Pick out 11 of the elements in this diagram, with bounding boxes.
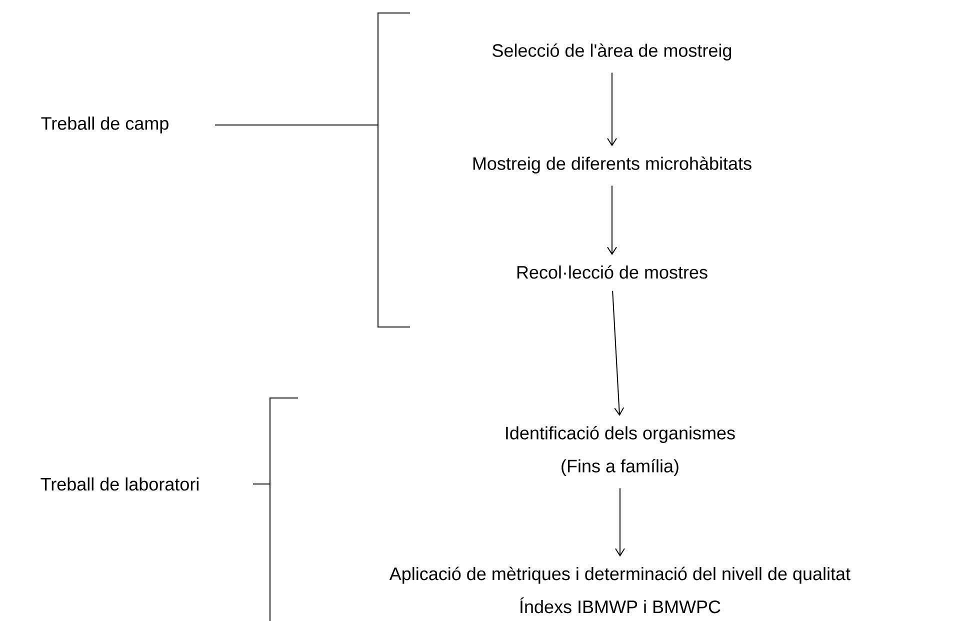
step-text: Selecció de l'àrea de mostreig bbox=[492, 44, 732, 60]
step-text: Mostreig de diferents microhàbitats bbox=[473, 156, 752, 174]
arrow bbox=[607, 185, 617, 256]
step-text: Recol·lecció de mostres bbox=[517, 265, 708, 279]
arrow bbox=[612, 290, 624, 416]
step-text: Aplicació de mètriques i determinació del nivell de qualitat Índexs IBMWP i BMWPC bbox=[389, 566, 850, 614]
step-text: Identificació dels organismes (Fins a família) bbox=[506, 426, 735, 476]
step-text: Treball de laboratori bbox=[40, 477, 198, 491]
arrow bbox=[615, 488, 625, 557]
arrow bbox=[607, 72, 617, 146]
step-text: Treball de camp bbox=[41, 116, 168, 134]
